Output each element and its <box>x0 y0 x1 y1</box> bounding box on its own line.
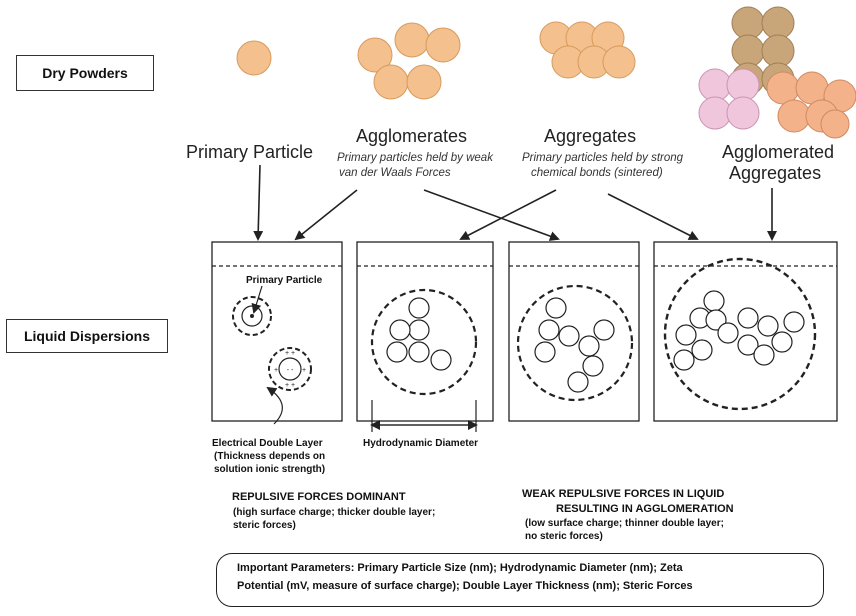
svg-text:+ +: + + <box>285 350 295 357</box>
important-parameters-box: Important Parameters: Primary Particle S… <box>216 553 824 607</box>
dry-aggregates <box>539 21 636 79</box>
svg-text:- -: - - <box>287 367 294 374</box>
svg-text:+: + <box>274 367 278 374</box>
agglomerated-aggregates-label-2: Aggregates <box>729 163 822 183</box>
weak-desc-2: no steric forces) <box>525 531 603 542</box>
hydrodynamic-diameter-marker <box>370 400 478 432</box>
agglomerates-desc-2: van der Waals Forces <box>339 167 451 179</box>
liquid-dispersions-label: Liquid Dispersions <box>6 319 168 353</box>
aggregates-label: Aggregates <box>544 126 637 146</box>
dry-powders-label: Dry Powders <box>16 55 154 91</box>
repulsive-desc-2: steric forces) <box>233 520 296 531</box>
repulsive-title: REPULSIVE FORCES DOMINANT <box>232 491 406 503</box>
agglomerates-desc-1: Primary particles held by weak <box>337 152 493 164</box>
repulsive-desc-1: (high surface charge; thicker double lay… <box>233 507 436 518</box>
edl-label-3: solution ionic strength) <box>214 464 326 475</box>
primary-particle-label: Primary Particle <box>186 142 314 162</box>
edl-label-1: Electrical Double Layer <box>212 438 323 449</box>
svg-text:+: + <box>302 367 306 374</box>
dry-agglomerated-aggregates <box>698 6 856 139</box>
edl-label-2: (Thickness depends on <box>214 451 326 462</box>
dispersion-box-3 <box>508 241 640 422</box>
dry-agglomerates <box>357 22 461 100</box>
params-line-1: Important Parameters: Primary Particle S… <box>237 562 683 574</box>
box4-agglomerated-aggregate <box>663 257 817 411</box>
params-line-2: Potential (mV, measure of surface charge… <box>237 580 693 592</box>
box1-primary-particle <box>232 285 272 336</box>
box1-charged-particle: + + + + + + - - <box>266 347 312 425</box>
weak-desc-1: (low surface charge; thinner double laye… <box>525 518 724 529</box>
dispersion-box-4 <box>653 241 838 422</box>
dry-primary-particle <box>236 40 272 76</box>
agglomerates-label: Agglomerates <box>356 126 468 146</box>
box2-agglomerate <box>370 288 478 396</box>
connector-arrows <box>253 164 777 241</box>
weak-title-2: RESULTING IN AGGLOMERATION <box>556 503 734 515</box>
box3-aggregate <box>516 284 634 402</box>
dispersion-box-1 <box>211 241 343 422</box>
hydrodynamic-diameter-label: Hydrodynamic Diameter <box>363 438 479 449</box>
weak-title-1: WEAK REPULSIVE FORCES IN LIQUID <box>522 488 725 500</box>
aggregates-desc-2: chemical bonds (sintered) <box>531 167 663 179</box>
agglomerated-aggregates-label-1: Agglomerated <box>722 142 835 162</box>
svg-text:+ +: + + <box>285 382 295 389</box>
dispersion-box-2 <box>356 241 494 422</box>
box1-primary-particle-label: Primary Particle <box>246 275 323 286</box>
aggregates-desc-1: Primary particles held by strong <box>522 152 684 164</box>
